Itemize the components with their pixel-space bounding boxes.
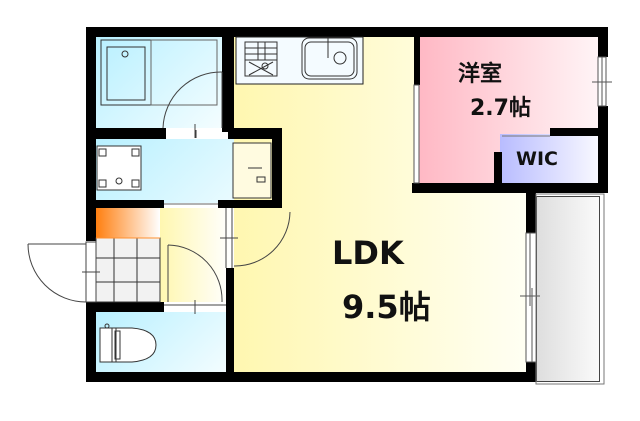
wall-bath-bottom-right xyxy=(228,128,278,139)
wall-wash-bottom-left xyxy=(86,200,164,208)
balcony xyxy=(536,196,600,382)
wall-wic-top xyxy=(550,128,600,136)
wall-toilet-top xyxy=(86,302,164,312)
stove-icon xyxy=(244,41,278,77)
bath-room xyxy=(96,37,222,128)
wall-ldk-balcony-upper xyxy=(526,183,536,233)
wall-ldk-balcony-lower xyxy=(526,362,536,382)
wall-right-mid xyxy=(598,106,608,192)
hallway-door-icon xyxy=(164,244,226,314)
shoe-storage xyxy=(96,208,160,238)
wall-top xyxy=(86,27,608,37)
wic-room xyxy=(500,134,598,183)
wic-label: WIC xyxy=(516,148,558,170)
western-room-name: 洋室 xyxy=(458,62,503,87)
wall-bottom xyxy=(86,372,536,382)
washing-machine-icon xyxy=(96,145,142,191)
wall-left-lower xyxy=(86,302,96,382)
entrance-tiles xyxy=(95,237,161,303)
wall-wash-bottom-right xyxy=(218,200,282,208)
balcony-window-icon xyxy=(520,232,540,363)
western-door-icon xyxy=(413,84,420,184)
wall-wic-left xyxy=(494,152,502,188)
ldk-room-name: LDK xyxy=(332,234,404,272)
wall-toilet-right xyxy=(226,268,234,378)
bathtub-icon xyxy=(100,39,218,106)
wall-wash-right xyxy=(272,128,282,208)
wall-bath-bottom-left xyxy=(86,128,166,139)
bath-door-icon xyxy=(162,71,223,138)
ldk-room-size: 9.5帖 xyxy=(342,288,431,326)
ldk-door-icon xyxy=(220,208,291,268)
wall-right-upper xyxy=(598,27,608,57)
western-room-size: 2.7帖 xyxy=(470,96,531,121)
sink-icon xyxy=(301,37,358,80)
front-door-icon xyxy=(27,241,100,303)
wash-basin-icon xyxy=(232,142,272,199)
western-window-icon xyxy=(592,56,612,107)
wall-bath-ldk xyxy=(222,27,234,132)
toilet-icon xyxy=(99,323,157,363)
entrance xyxy=(96,238,160,302)
hallway xyxy=(160,208,230,302)
wall-western-bottom xyxy=(412,183,608,193)
wall-western-left xyxy=(414,27,420,85)
balcony-outline xyxy=(535,193,605,385)
